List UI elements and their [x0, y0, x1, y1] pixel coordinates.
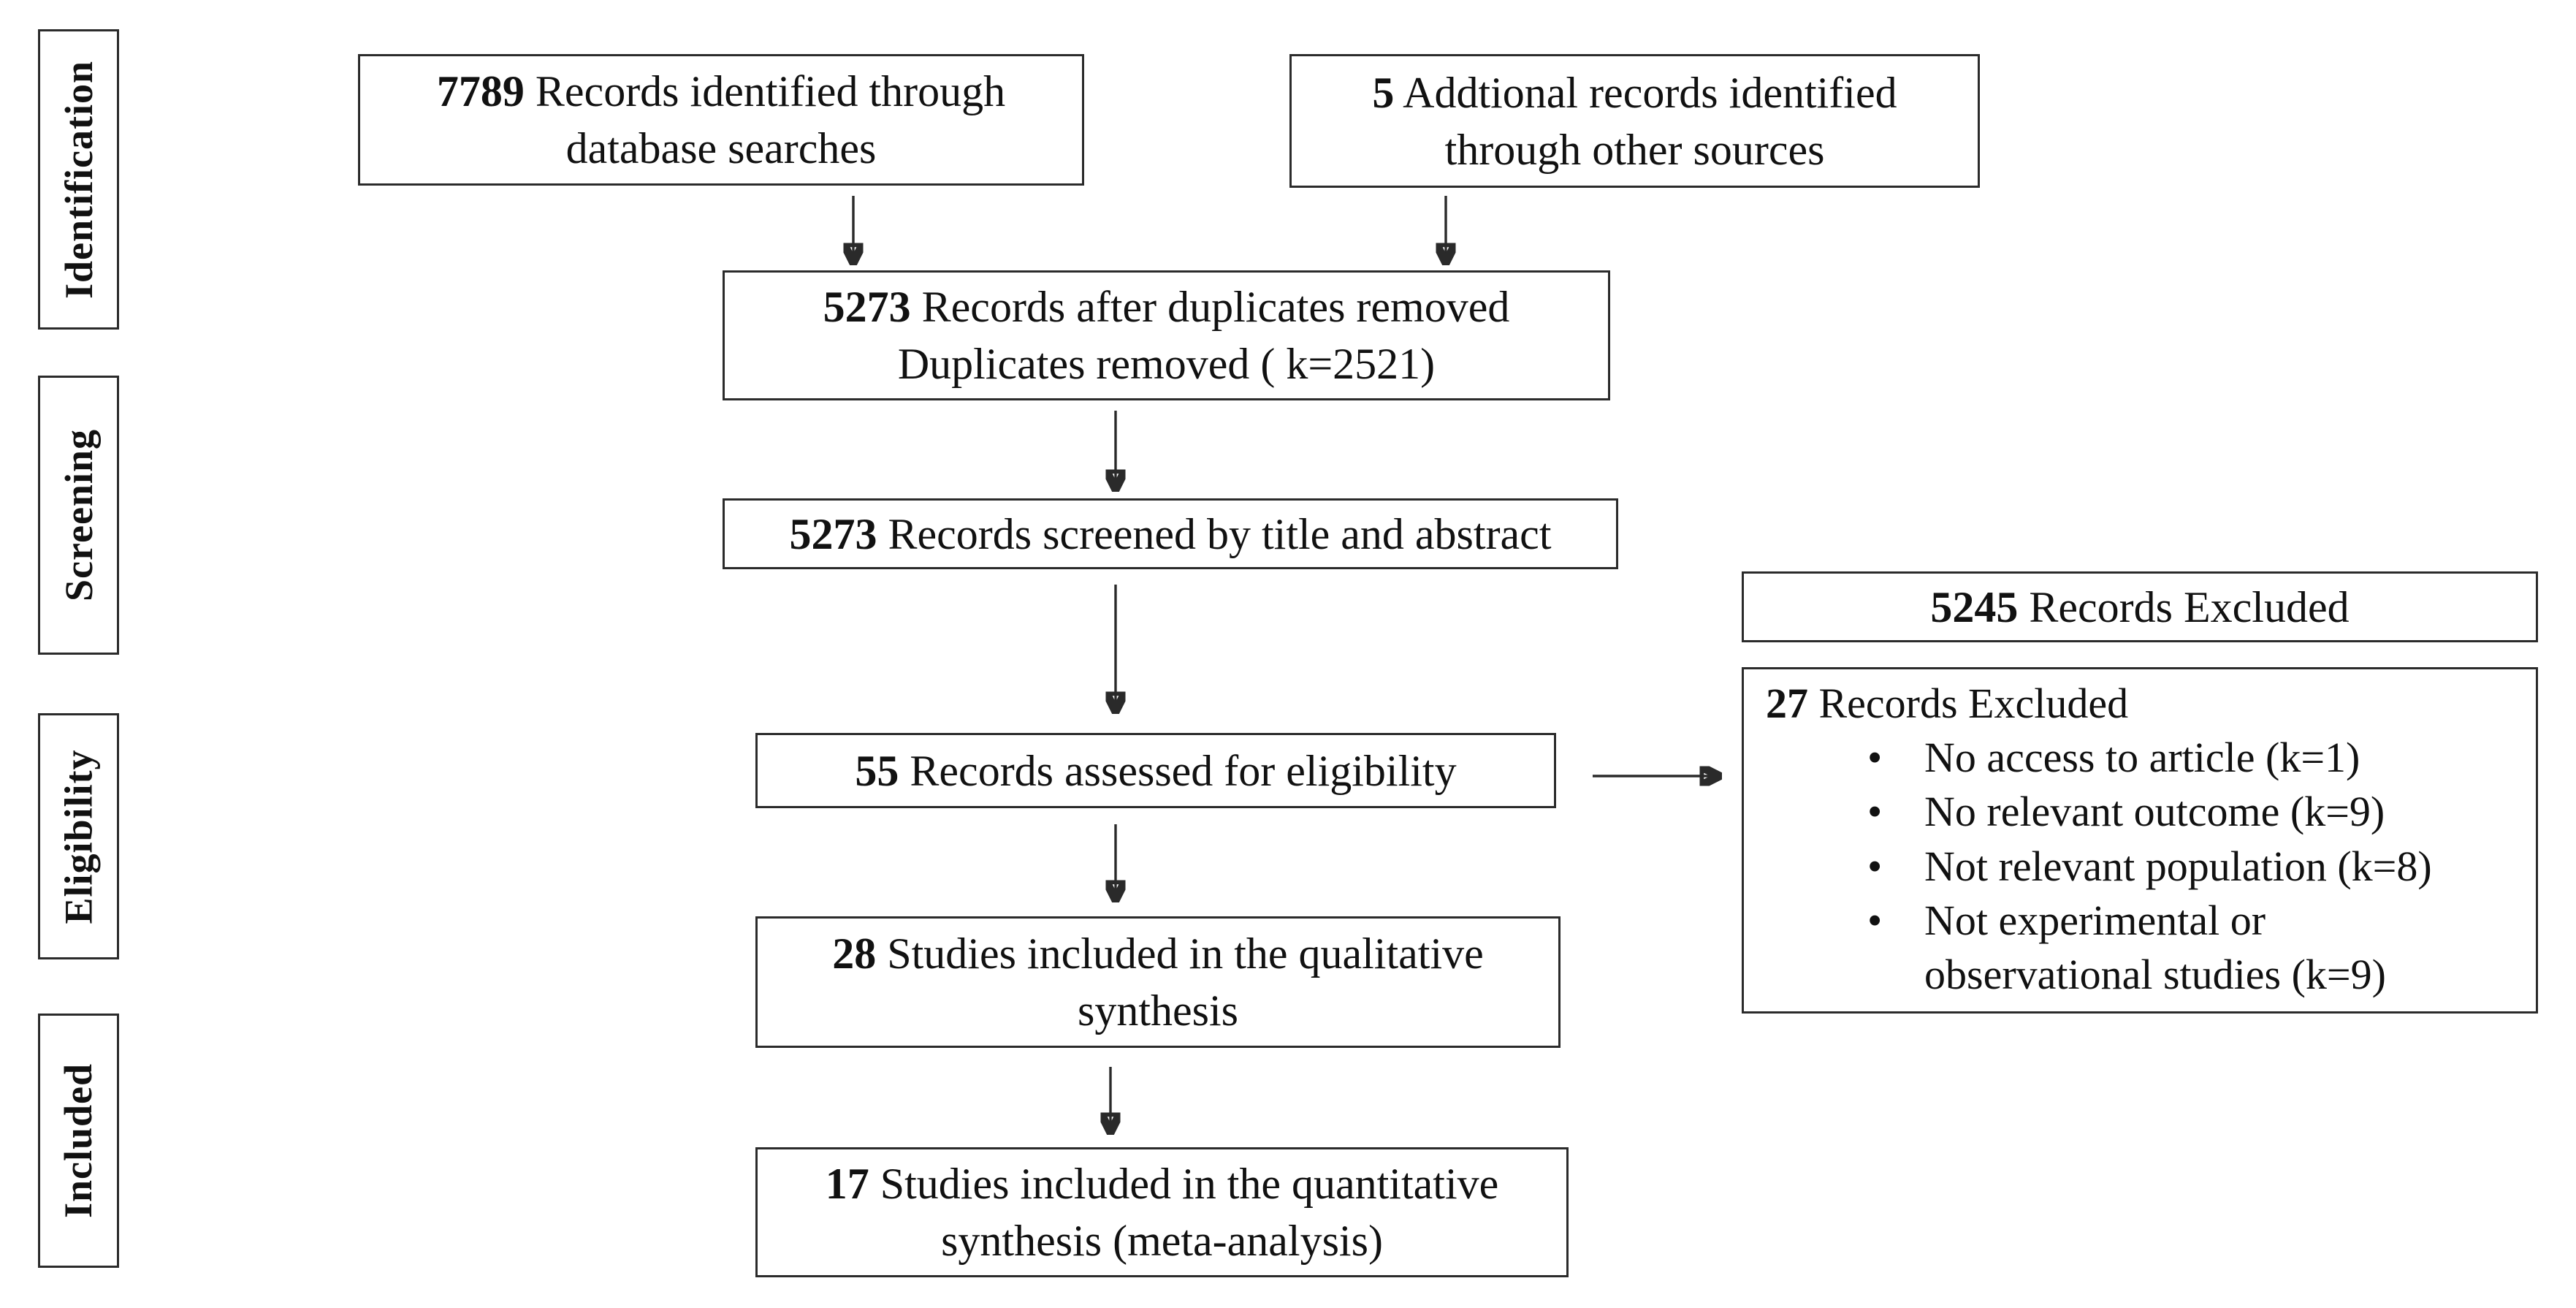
box-records-identified-other-sources: 5 Addtional records identified through o… [1289, 54, 1980, 188]
box-text-line: 5273 Records screened by title and abstr… [789, 509, 1552, 558]
record-count: 5245 [1930, 582, 2019, 631]
box-text-line: 17 Studies included in the quantitative [825, 1160, 1499, 1208]
record-count: 5273 [789, 509, 877, 558]
box-text-line: database searches [565, 124, 877, 172]
box-records-after-duplicates-removed: 5273 Records after duplicates removed Du… [723, 270, 1610, 400]
box-records-excluded-eligibility: 27 Records Excluded No access to article… [1742, 667, 2538, 1014]
record-count: 5 [1372, 68, 1395, 117]
exclusion-reason: Not experimental or observational studie… [1766, 894, 2518, 1002]
sidebar-stage-eligibility: Eligibility [38, 713, 119, 959]
exclusion-reason: Not relevant population (k=8) [1766, 840, 2518, 894]
box-text-line: 28 Studies included in the qualitative [832, 929, 1484, 978]
box-quantitative-synthesis: 17 Studies included in the quantitative … [755, 1147, 1569, 1277]
stage-label: Screening [56, 429, 101, 601]
record-count: 28 [832, 929, 877, 978]
record-count: 27 [1766, 680, 1808, 727]
box-records-screened: 5273 Records screened by title and abstr… [723, 498, 1618, 569]
box-text-line: synthesis (meta-analysis) [941, 1217, 1383, 1265]
sidebar-stage-included: Included [38, 1014, 119, 1268]
stage-label: Identification [56, 60, 101, 299]
record-count: 17 [825, 1160, 869, 1208]
box-text-line: synthesis [1077, 986, 1239, 1035]
box-text-line: through other sources [1444, 125, 1825, 174]
exclusion-reason: No access to article (k=1) [1766, 731, 2518, 785]
exclusion-reason-list: No access to article (k=1) No relevant o… [1766, 731, 2518, 1002]
stage-label: Eligibility [56, 748, 101, 924]
box-qualitative-synthesis: 28 Studies included in the qualitative s… [755, 916, 1561, 1048]
box-text-line: 55 Records assessed for eligibility [855, 746, 1457, 795]
sidebar-stage-screening: Screening [38, 376, 119, 655]
record-count: 5273 [823, 283, 911, 331]
box-records-identified-database: 7789 Records identified through database… [358, 54, 1084, 186]
exclusion-reason: No relevant outcome (k=9) [1766, 785, 2518, 839]
box-text-line: Duplicates removed ( k=2521) [897, 340, 1436, 388]
box-records-assessed-eligibility: 55 Records assessed for eligibility [755, 733, 1556, 808]
box-text-line: 7789 Records identified through [436, 67, 1006, 115]
record-count: 55 [855, 746, 899, 795]
box-text-line: 5273 Records after duplicates removed [823, 283, 1510, 331]
sidebar-stage-identification: Identification [38, 29, 119, 330]
record-count: 7789 [436, 67, 525, 115]
box-records-excluded-screening: 5245 Records Excluded [1742, 571, 2538, 642]
box-text-line: 5 Addtional records identified [1372, 68, 1897, 117]
box-text-line: 5245 Records Excluded [1930, 582, 2350, 631]
exclusion-title: 27 Records Excluded [1766, 680, 2129, 727]
stage-label: Included [56, 1062, 101, 1219]
